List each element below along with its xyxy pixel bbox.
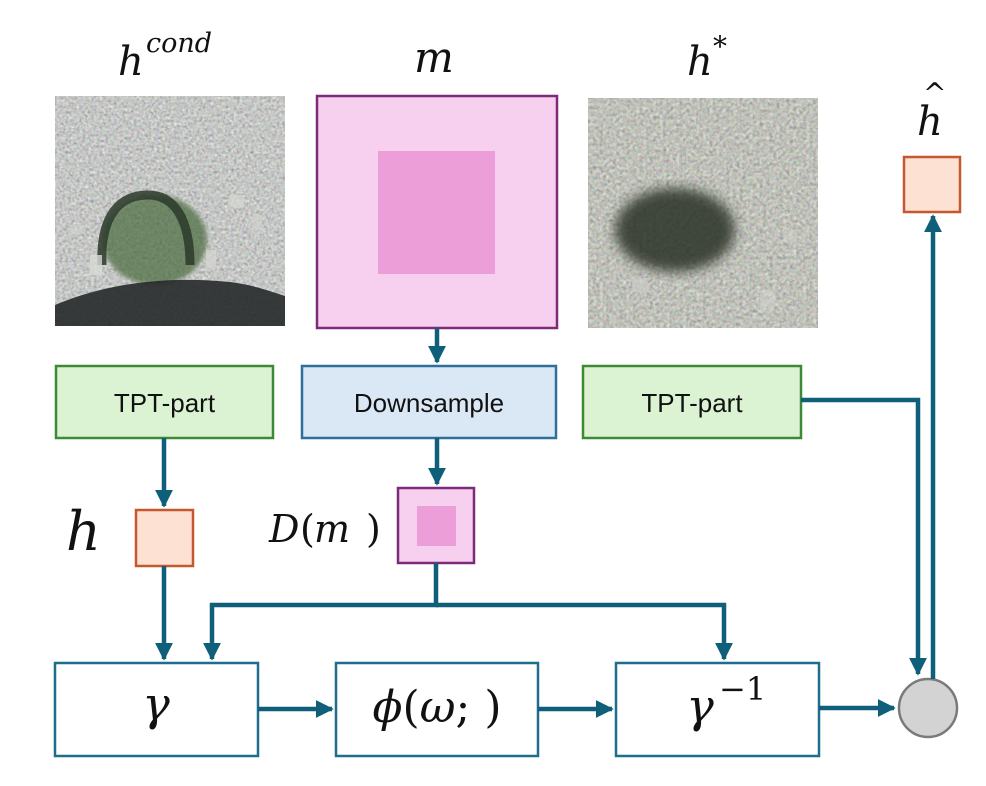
arrow-tpt-right-to-combine — [801, 397, 927, 676]
combine-node — [897, 677, 959, 739]
gamma-inverse-box: γ −1 — [614, 661, 821, 758]
label-h-hat-base: h — [917, 99, 943, 145]
label-d-of-m: D ( m ) — [268, 507, 381, 551]
label-dm-d: D — [268, 507, 299, 551]
downsample-label: Downsample — [354, 388, 504, 418]
label-m: m — [414, 33, 454, 82]
image-h-star — [588, 98, 818, 328]
label-dm-m: m — [314, 507, 350, 551]
phi-label-omega: ω — [420, 682, 456, 733]
tpt-part-right-label: TPT-part — [641, 388, 743, 418]
gamma-box: γ — [53, 661, 260, 758]
dm-box — [396, 486, 476, 565]
label-h-star: h * — [687, 30, 727, 85]
label-h-cond-superscript: cond — [146, 28, 212, 59]
label-h-hat-accent: ^ — [923, 77, 946, 110]
tpt-part-right-box: TPT-part — [581, 364, 803, 440]
h-box — [134, 508, 195, 568]
arrow-dm-to-gamma — [203, 563, 439, 661]
dm-inner — [417, 506, 456, 546]
gamma-inverse-base: γ — [686, 679, 714, 733]
tpt-part-left-box: TPT-part — [54, 364, 275, 440]
gamma-label: γ — [142, 677, 170, 731]
mask-m — [315, 94, 559, 330]
phi-label-rest: ; ) — [456, 682, 502, 733]
image-h-cond — [55, 96, 285, 326]
label-h-star-superscript: * — [713, 30, 727, 63]
tpt-part-left-label: TPT-part — [114, 388, 216, 418]
h-hat-box — [902, 155, 962, 214]
phi-label: ϕ(ω; ) — [372, 682, 501, 733]
phi-label-phi: ϕ — [372, 682, 402, 733]
mask-m-inner — [378, 151, 495, 274]
label-dm-open: ( — [300, 507, 315, 551]
label-h: h — [66, 500, 101, 563]
label-h-hat: h ^ — [917, 77, 946, 145]
label-h-cond: h cond — [118, 28, 212, 85]
label-h-star-base: h — [687, 39, 713, 85]
phi-label-open: ( — [402, 682, 419, 733]
label-dm-close: ) — [366, 507, 381, 551]
arrow-dm-to-gamma-inverse — [436, 602, 733, 661]
arrows — [155, 214, 942, 718]
phi-box: ϕ(ω; ) — [334, 661, 540, 758]
downsample-box: Downsample — [300, 364, 558, 440]
gamma-inverse-superscript: −1 — [719, 670, 766, 708]
label-h-cond-base: h — [118, 39, 144, 85]
